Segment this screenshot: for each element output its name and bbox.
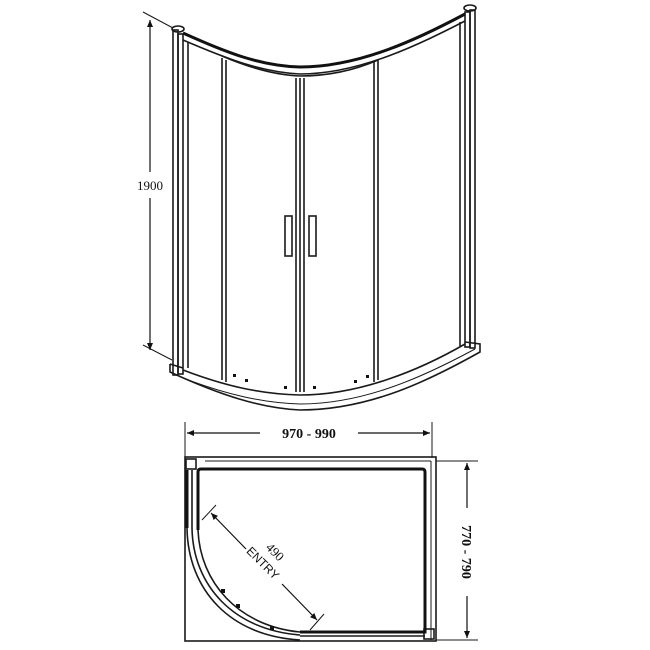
corner-post — [423, 628, 435, 640]
height-dimension: 1900 — [137, 11, 174, 361]
shower-tray-base — [169, 341, 481, 411]
width-dimension: 970 - 990 — [184, 422, 433, 458]
depth-label: 770 - 790 — [458, 525, 473, 579]
left-door-handle — [284, 215, 293, 257]
plan-view: 970 - 990 770 - 790 — [184, 422, 478, 642]
enclosure-plan-outline — [184, 456, 437, 642]
sliding-doors — [233, 22, 461, 392]
right-door-handle — [308, 215, 317, 257]
height-label: 1900 — [137, 178, 163, 193]
entry-dimension: 490 ENTRY — [201, 504, 325, 631]
elevation-view: 1900 — [137, 4, 481, 411]
corner-post — [185, 458, 197, 470]
top-rail — [182, 12, 466, 77]
right-post — [463, 4, 477, 349]
left-fixed-panel — [187, 42, 227, 382]
left-post — [171, 25, 185, 376]
depth-dimension: 770 - 790 — [436, 460, 478, 641]
width-label: 970 - 990 — [282, 427, 336, 442]
